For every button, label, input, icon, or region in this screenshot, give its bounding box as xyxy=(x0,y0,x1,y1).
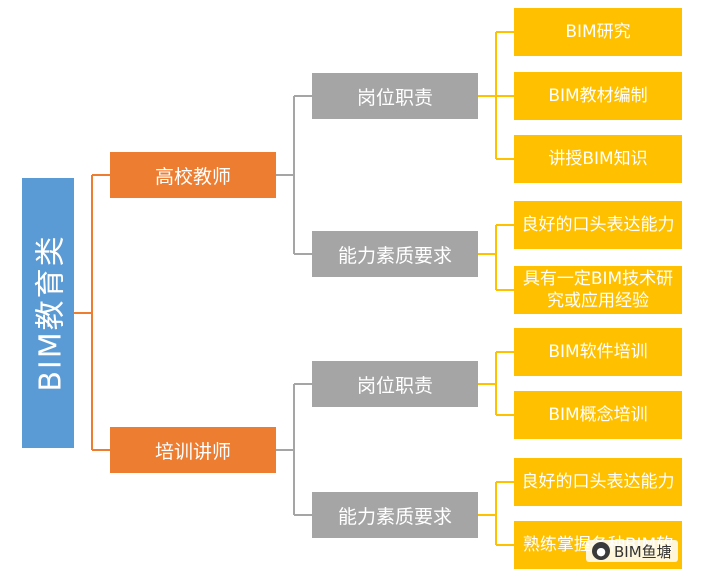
group-node-requirements: 能力素质要求 xyxy=(312,492,478,538)
watermark: ● BIM鱼塘 xyxy=(586,540,678,562)
root-label: BIM教育类 xyxy=(34,234,69,392)
group-node-duties: 岗位职责 xyxy=(312,73,478,119)
leaf-node: 良好的口头表达能力 xyxy=(514,458,682,506)
leaf-node: BIM教材编制 xyxy=(514,72,682,120)
watermark-text: BIM鱼塘 xyxy=(614,542,672,561)
leaf-node: BIM研究 xyxy=(514,8,682,56)
leaf-node: BIM软件培训 xyxy=(514,328,682,376)
leaf-node: 良好的口头表达能力 xyxy=(514,201,682,249)
leaf-node: BIM概念培训 xyxy=(514,391,682,439)
branch-node-training-lecturer: 培训讲师 xyxy=(110,427,276,473)
leaf-node: 具有一定BIM技术研究或应用经验 xyxy=(514,266,682,314)
branch-node-university-teacher: 高校教师 xyxy=(110,152,276,198)
wechat-logo-icon: ● xyxy=(592,542,610,560)
group-node-requirements: 能力素质要求 xyxy=(312,231,478,277)
root-node: BIM教育类 xyxy=(22,178,74,448)
leaf-node: 讲授BIM知识 xyxy=(514,135,682,183)
group-node-duties: 岗位职责 xyxy=(312,361,478,407)
